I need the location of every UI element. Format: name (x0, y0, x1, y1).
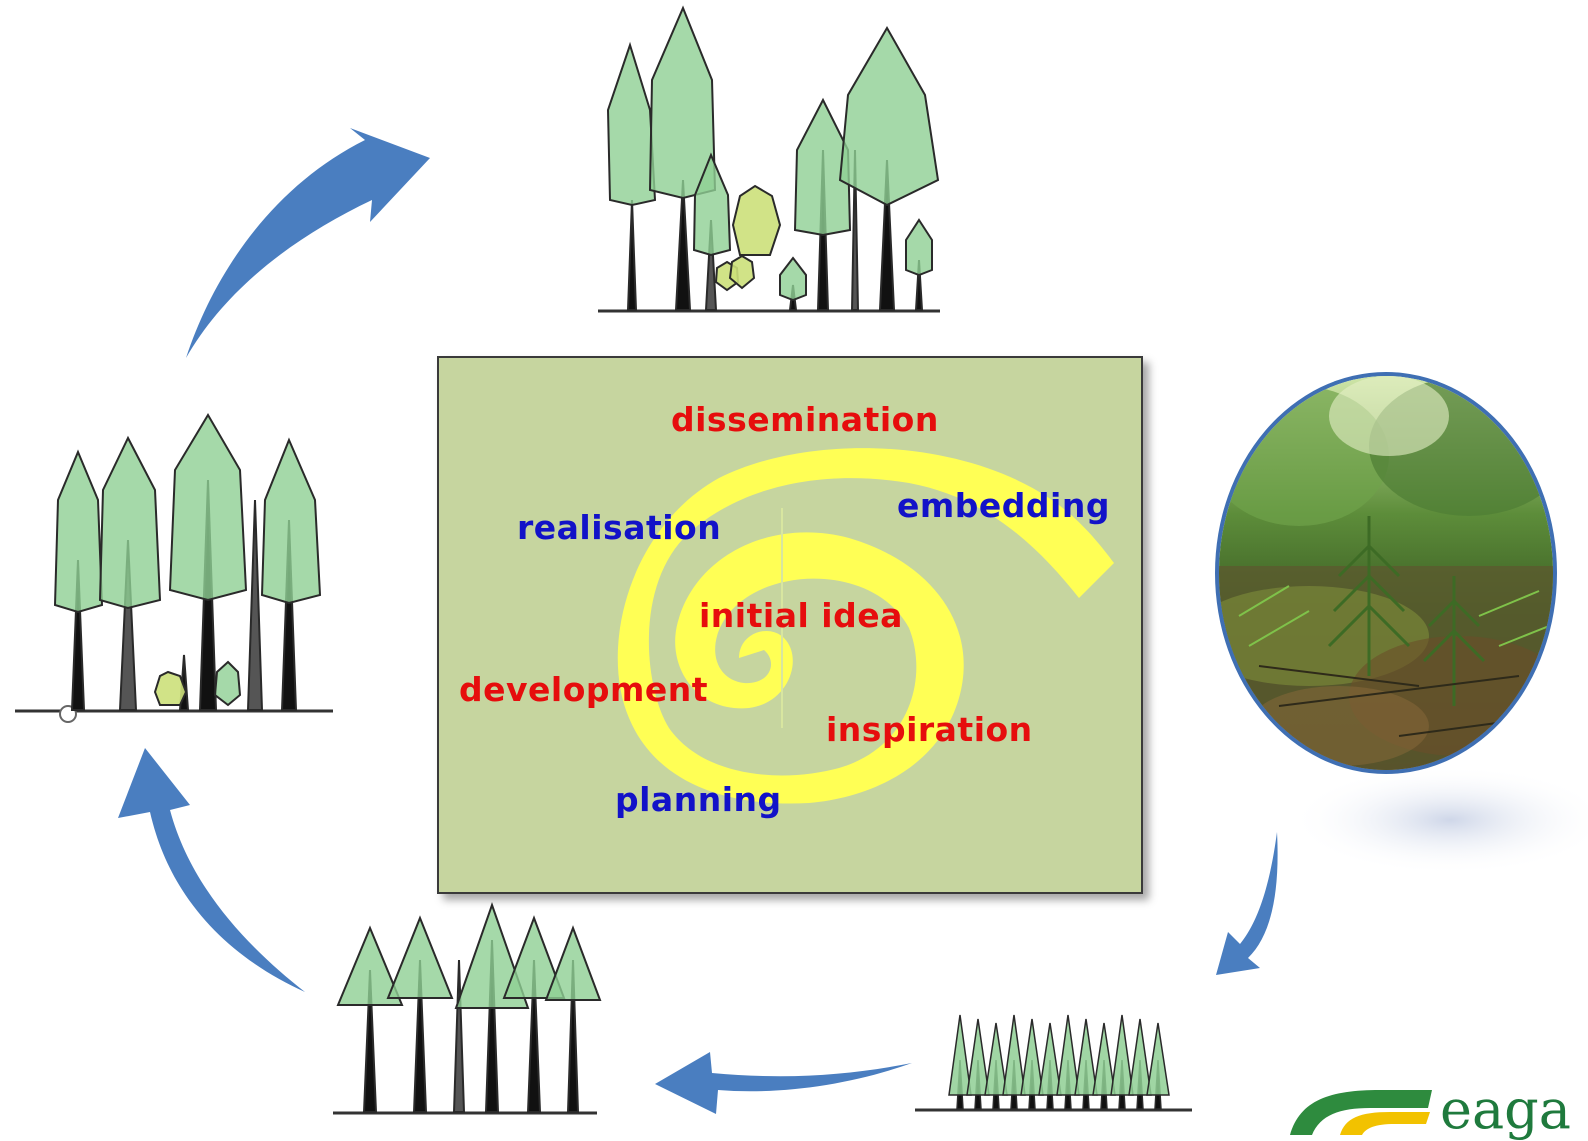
young-tree-crown (966, 1018, 990, 1096)
arrow-to-top-icon (186, 128, 430, 358)
forest-floor-image (1219, 376, 1553, 770)
young-tree-crown (1146, 1022, 1170, 1096)
label-planning: planning (615, 780, 782, 819)
label-inspiration: inspiration (826, 710, 1033, 749)
label-dissemination: dissemination (671, 400, 939, 439)
young-tree-crown (948, 1014, 972, 1096)
arrow-to-bottom-left-icon (655, 1052, 912, 1114)
arrow-to-bottom-right-icon (1216, 832, 1278, 975)
spiral-panel: dissemination embedding realisation init… (437, 356, 1143, 894)
label-initial-idea: initial idea (699, 596, 903, 635)
young-tree-crown (1092, 1022, 1116, 1096)
eaga-logo-icon (1290, 1090, 1432, 1135)
tree-stand-left (15, 413, 333, 723)
young-tree-crown (1128, 1018, 1152, 1096)
label-realisation: realisation (517, 508, 722, 547)
young-tree-crown (1002, 1014, 1026, 1096)
young-tree-crown (1056, 1014, 1080, 1096)
young-tree-crown (1074, 1018, 1098, 1096)
tree-stand-bottom-left (333, 901, 602, 1115)
logo-text: eaga (1440, 1078, 1571, 1141)
young-tree-crown (1038, 1022, 1062, 1096)
label-embedding: embedding (897, 486, 1110, 525)
regeneration-photo (1215, 372, 1557, 774)
young-tree-crown (1020, 1018, 1044, 1096)
label-development: development (459, 670, 709, 709)
arrow-to-left-icon (118, 748, 305, 992)
spiral-shape (617, 448, 1114, 804)
photo-shadow (1290, 765, 1588, 875)
young-tree-crown (1110, 1014, 1134, 1096)
tree-stand-bottom-right (915, 1014, 1192, 1112)
tree-stand-top (598, 5, 940, 313)
young-tree-crown (984, 1022, 1008, 1096)
